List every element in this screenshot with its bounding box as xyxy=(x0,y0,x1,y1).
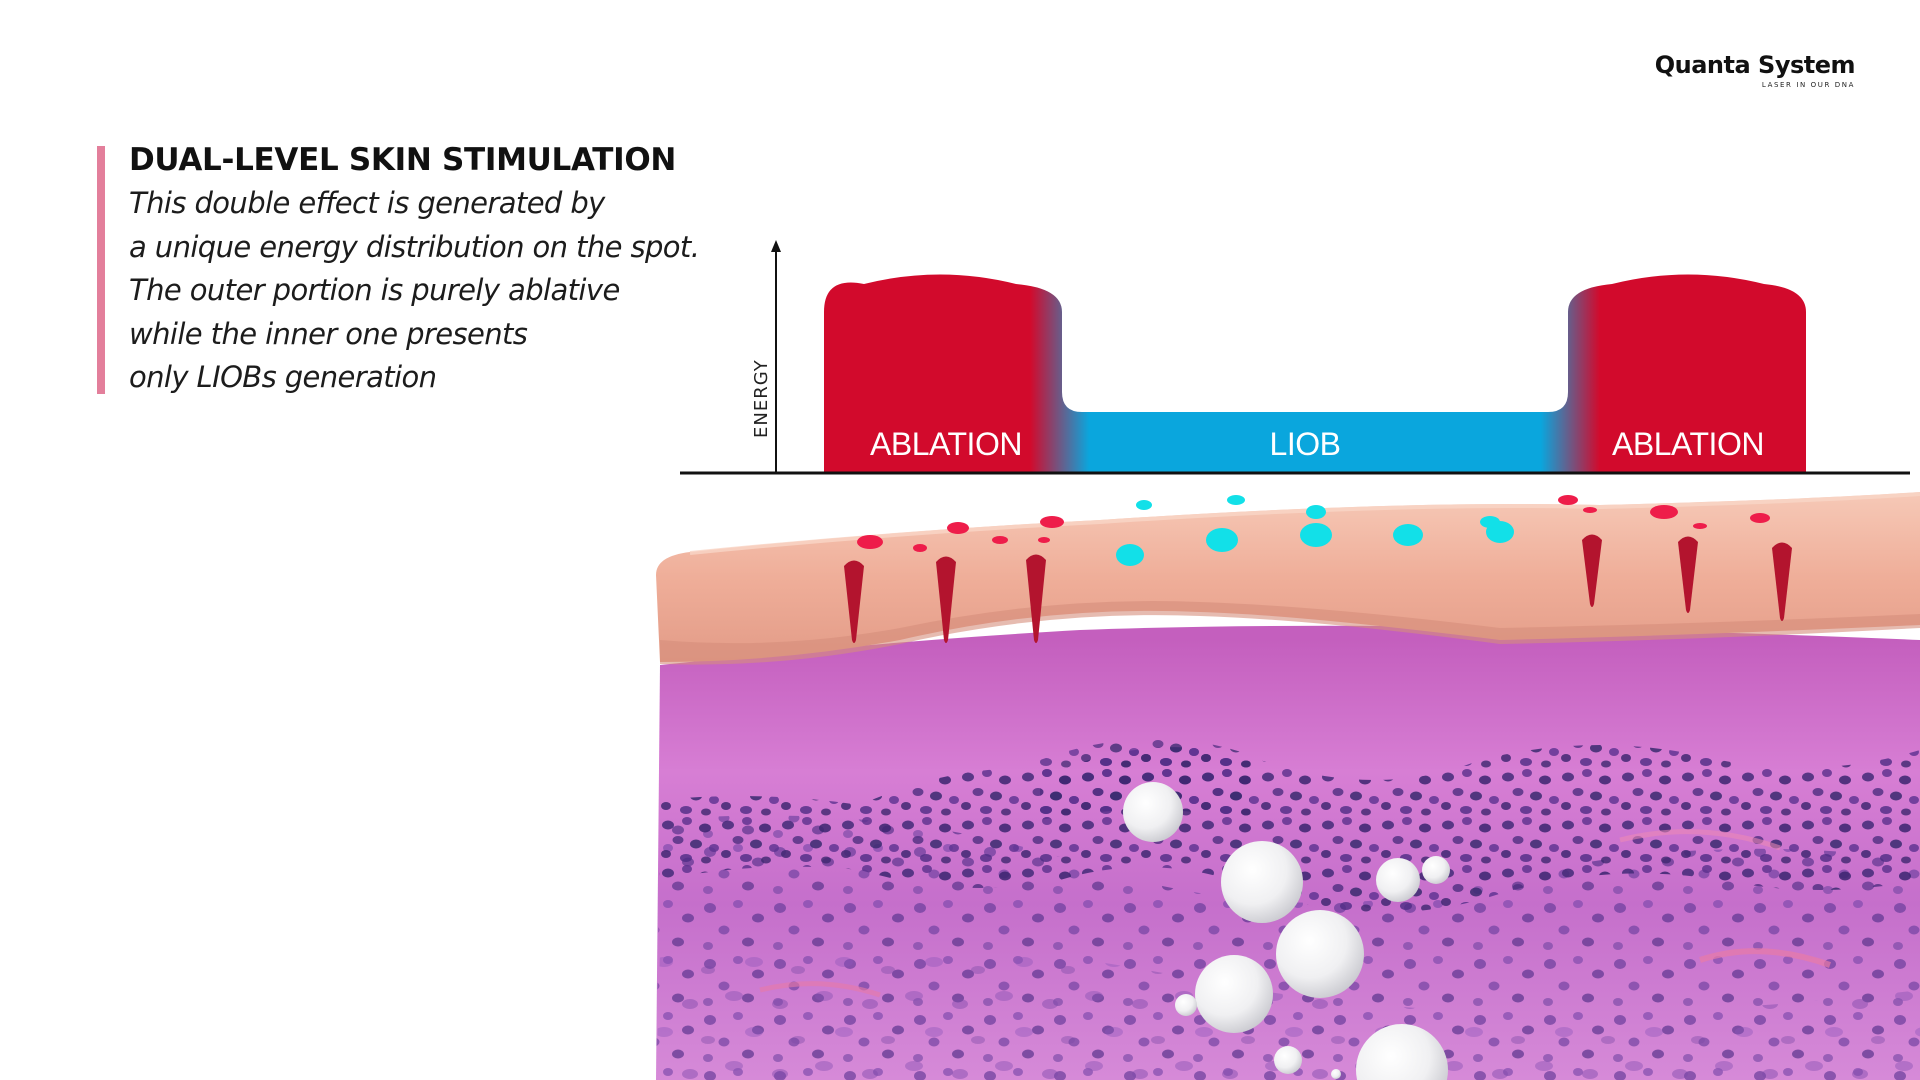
skin-surface xyxy=(689,492,1920,555)
axis-label-energy: ENERGY xyxy=(751,359,772,438)
description-text: This double effect is generated by a uni… xyxy=(129,182,700,400)
collagen-fibre xyxy=(759,981,881,998)
brand-logo: Quanta System LASER IN OUR DNA xyxy=(1633,51,1856,90)
accent-bar xyxy=(97,146,105,394)
cell-cluster xyxy=(1040,738,1250,820)
description-line: while the inner one presents xyxy=(129,316,528,351)
epidermis-base xyxy=(660,601,1920,665)
basal-cell-band xyxy=(660,745,1920,913)
collagen-fibre xyxy=(1699,948,1832,968)
brand-tagline: LASER IN OUR DNA xyxy=(1761,81,1855,89)
description-block: DUAL-LEVEL SKIN STIMULATION This double … xyxy=(97,142,737,394)
brand-name: Quanta System xyxy=(1654,51,1856,79)
page-title: DUAL-LEVEL SKIN STIMULATION xyxy=(129,142,677,178)
description-line: a unique energy distribution on the spot… xyxy=(129,229,700,264)
deep-dermis-cells xyxy=(656,940,1920,1080)
description-line: The outer portion is purely ablative xyxy=(129,273,620,307)
region-label-liob: LIOB xyxy=(1270,426,1341,462)
skin-tissue xyxy=(656,492,1920,1080)
liob-bubbles xyxy=(1123,782,1450,1080)
ablation-channels xyxy=(844,534,1792,643)
energy-profile xyxy=(824,274,1806,473)
description-line: This double effect is generated by xyxy=(129,186,605,220)
y-axis-arrow-icon xyxy=(771,240,781,252)
collagen-fibre xyxy=(1619,829,1781,851)
description-line: only LIOBs generation xyxy=(129,360,437,394)
ablation-spots-left xyxy=(857,516,1064,552)
liob-spots xyxy=(1116,495,1514,566)
region-label-ablation-right: ABLATION xyxy=(1612,426,1764,462)
region-label-ablation-left: ABLATION xyxy=(870,426,1022,462)
ablation-spots-right xyxy=(1558,495,1770,529)
